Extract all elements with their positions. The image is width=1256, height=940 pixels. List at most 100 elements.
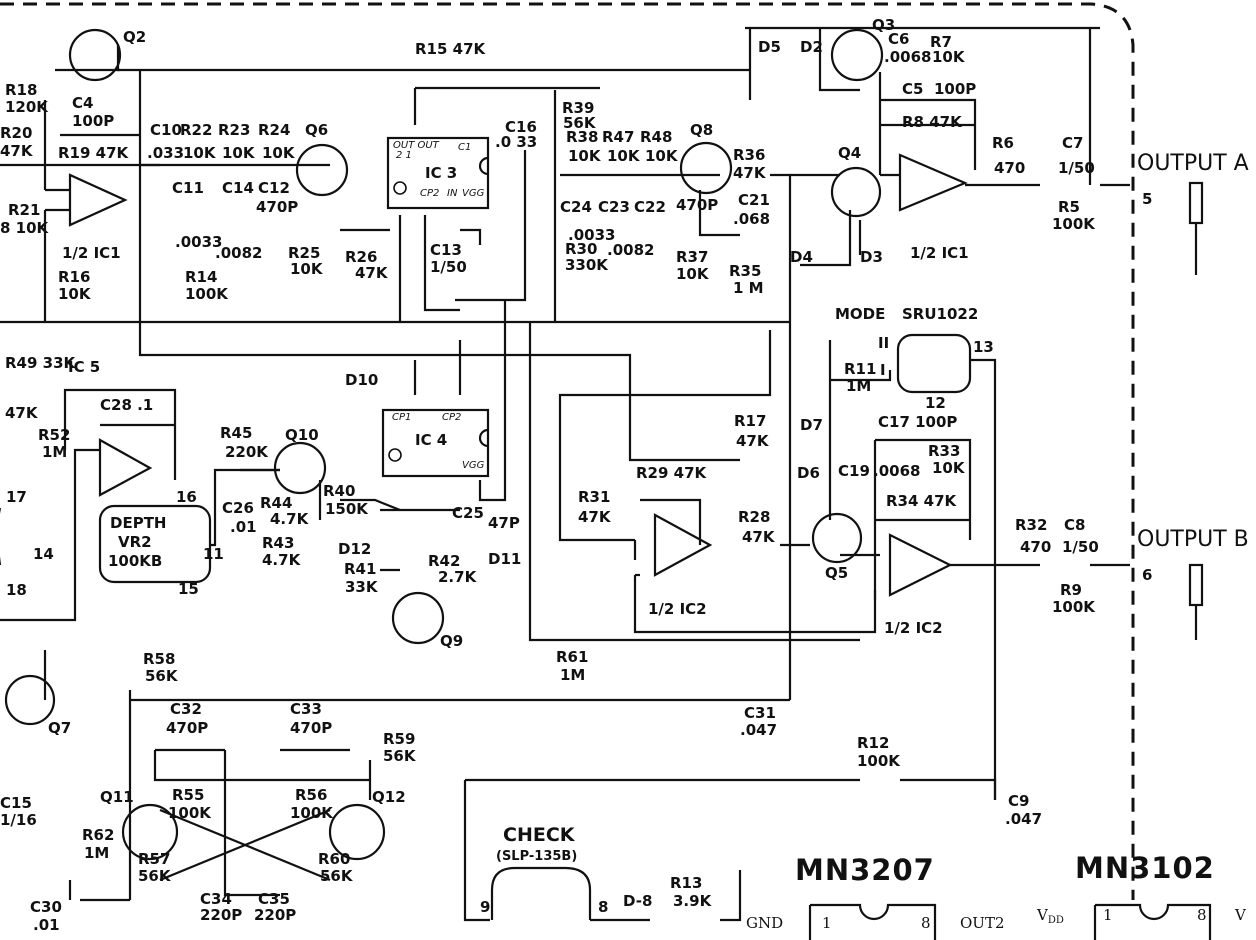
capacitor-label: .047 [740, 721, 777, 739]
depth-line1: DEPTH [110, 514, 166, 532]
resistor-label: R35 [729, 262, 761, 280]
capacitor-label: C25 [452, 504, 484, 522]
opamp-ic2b [888, 533, 953, 597]
resistor-label: 4.7K [262, 551, 302, 569]
ic4-pin-cp2: CP2 [442, 412, 461, 423]
capacitor-label: C5 [902, 80, 923, 98]
resistor-label: R48 [640, 128, 672, 146]
resistor-label: R17 [734, 412, 766, 430]
chip-vc-label: V [1234, 906, 1247, 924]
capacitor-label: .068 [733, 210, 770, 228]
capacitor-label: C14 [222, 179, 254, 197]
resistor-label: 47K [578, 508, 612, 526]
resistor-label: 10K [183, 144, 217, 162]
wiring [0, 26, 1130, 922]
capacitor-label: C22 [634, 198, 666, 216]
d6-label: D6 [797, 464, 820, 482]
resistor-label: 56K [320, 867, 354, 885]
resistor-label: R44 [260, 494, 292, 512]
resistor-label: R47 [602, 128, 634, 146]
resistor-label: 100K [1052, 598, 1096, 616]
d5-label: D5 [758, 38, 781, 56]
resistor-label: R58 [143, 650, 175, 668]
resistor-label: R15 47K [415, 40, 487, 58]
resistor-label: R33 [928, 442, 960, 460]
capacitor-label: .0 33 [495, 133, 537, 151]
resistor-label: R52 [38, 426, 70, 444]
resistor-label: R29 47K [636, 464, 708, 482]
resistor-label: 56K [145, 667, 179, 685]
resistor-label: R11 [844, 360, 876, 378]
mode-label: MODE [835, 305, 885, 323]
resistor-label: 120K [5, 98, 49, 116]
resistor-label: 10K [58, 285, 92, 303]
mode-pos2: II [878, 334, 889, 352]
capacitor-label: C35 [258, 890, 290, 908]
ic3-pin-cp2: CP2 [420, 188, 439, 199]
resistor-label: R19 47K [58, 144, 130, 162]
ic1a-label: 1/2 IC1 [62, 244, 121, 262]
depth-pin16: 16 [176, 488, 197, 506]
depth-pin18: 18 [6, 581, 27, 599]
ic4-package [381, 408, 490, 478]
depth-line3: 100KB [108, 552, 162, 570]
resistor-label: R18 [5, 81, 37, 99]
resistor-label: R9 [1060, 581, 1082, 599]
capacitor-label: C13 [430, 241, 462, 259]
q7-label: Q7 [48, 719, 71, 737]
capacitor-label: .01 [230, 518, 257, 536]
resistor-label: 10K [932, 459, 966, 477]
capacitor-label: 220P [254, 906, 296, 924]
chip2-pin8: 8 [1197, 906, 1207, 924]
check-title: CHECK [503, 824, 576, 846]
resistor-label: 8 10K [0, 219, 50, 237]
q3-label: Q3 [872, 16, 895, 34]
resistor-label: R59 [383, 730, 415, 748]
resistor-label: 1M [42, 443, 67, 461]
capacitor-label: C28 .1 [100, 396, 153, 414]
resistor-label: R7 [930, 33, 952, 51]
ic3-pin-vgg: VGG [462, 188, 485, 199]
opamp-ic2a [653, 513, 713, 577]
d12-label: D12 [338, 540, 371, 558]
capacitor-label: .0033 [175, 233, 222, 251]
resistor-label: R24 [258, 121, 290, 139]
resistor-label: R45 [220, 424, 252, 442]
capacitor-label: 100P [72, 112, 114, 130]
resistor-label: R41 [344, 560, 376, 578]
mode-pin12: 12 [925, 394, 946, 412]
resistor-label: R37 [676, 248, 708, 266]
resistor-label: 330K [565, 256, 609, 274]
capacitor-label: C24 [560, 198, 592, 216]
resistor-label: R28 [738, 508, 770, 526]
capacitor-label: C21 [738, 191, 770, 209]
q11-label: Q11 [100, 788, 134, 806]
ic3-pin-in: IN [447, 188, 458, 199]
d8-label: D-8 [623, 892, 652, 910]
resistor-label: R25 [288, 244, 320, 262]
capacitor-label: C4 [72, 94, 93, 112]
opamp-ic5 [98, 438, 153, 497]
chip-mn3207: MN3207 [795, 853, 935, 887]
capacitor-label: C9 [1008, 792, 1029, 810]
ic5-label: IC 5 [68, 358, 100, 376]
capacitor-label: 1/50 [1058, 159, 1095, 177]
q6-label: Q6 [305, 121, 328, 139]
resistor-label: 470 [994, 159, 1025, 177]
ic3-pin-outout: OUT OUT [393, 140, 440, 151]
capacitor-label: C33 [290, 700, 322, 718]
resistor-label: R57 [138, 850, 170, 868]
capacitor-label: C31 [744, 704, 776, 722]
ic3-pin-c1: C1 [458, 142, 471, 153]
opamp-ic1a [68, 173, 128, 227]
check-part: (SLP-135B) [496, 849, 577, 864]
resistor-label: 1M [560, 666, 585, 684]
resistor-label: 150K [325, 500, 369, 518]
resistor-label: R14 [185, 268, 217, 286]
depth-pot-box [0, 504, 212, 584]
check-pin8: 8 [598, 898, 608, 916]
resistor-label: 47K [355, 264, 389, 282]
resistor-label: 3.9K [673, 892, 713, 910]
chip-mn3102: MN3102 [1075, 851, 1215, 885]
resistor-label: 47K [733, 164, 767, 182]
